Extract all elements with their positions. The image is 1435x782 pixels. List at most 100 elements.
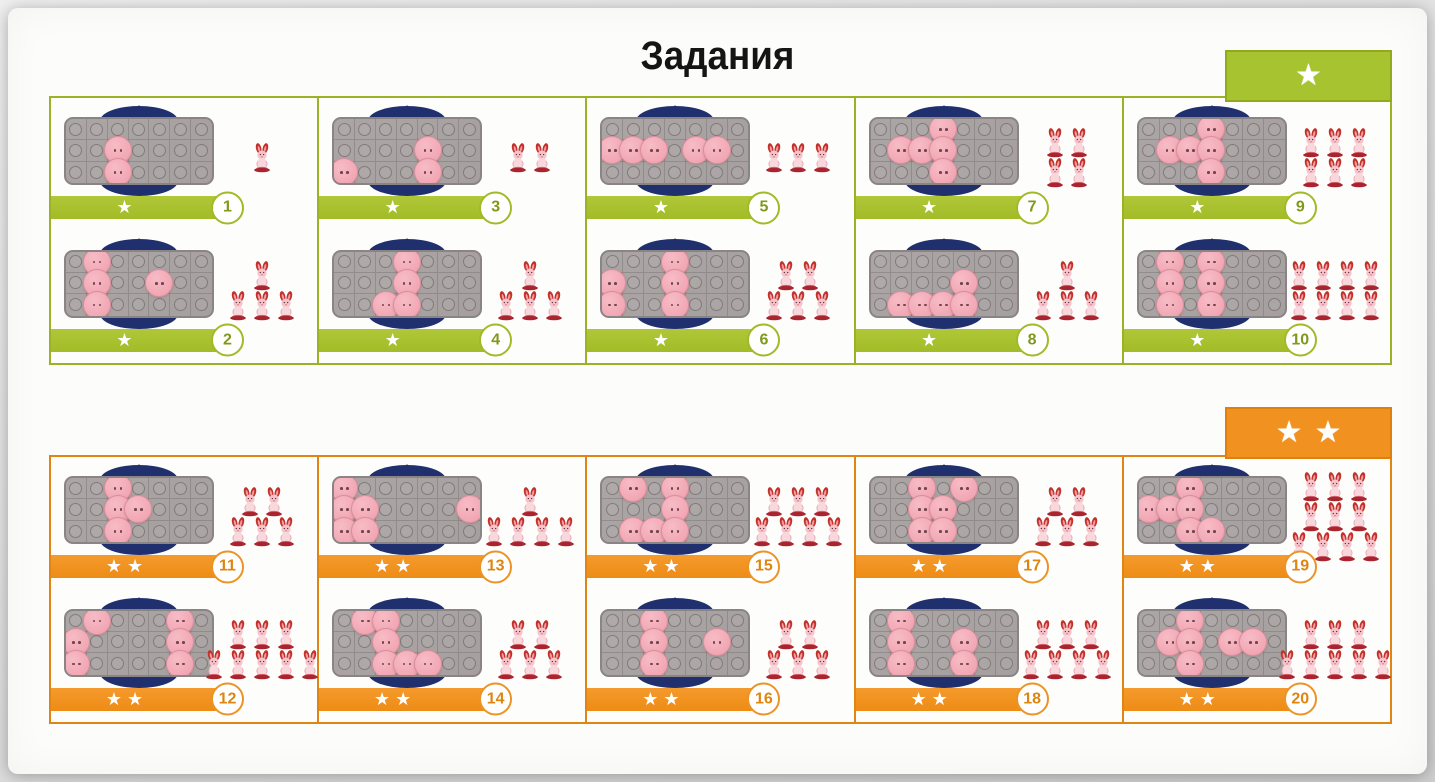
board-cell — [1155, 290, 1184, 316]
board-cell — [929, 158, 958, 183]
board-cell — [418, 520, 439, 542]
board-grid — [332, 476, 483, 544]
board-cell — [103, 158, 132, 183]
board-cell — [1243, 140, 1264, 162]
board-cell — [438, 478, 460, 500]
board-cell — [191, 119, 212, 141]
board-cell — [686, 161, 707, 183]
board-cell — [1222, 478, 1244, 500]
board-cell — [727, 499, 749, 521]
bunny-row — [239, 486, 285, 517]
task-banner: ★ 5 — [587, 191, 781, 224]
board-cell — [191, 294, 212, 315]
board-cell — [995, 140, 1017, 162]
board-cell — [707, 161, 728, 183]
board-cell — [66, 649, 90, 675]
bunny-row — [227, 290, 297, 321]
board-cell — [954, 499, 975, 521]
board-cell — [413, 158, 442, 183]
bunny-icon — [1315, 532, 1331, 562]
task-banner: ★ 10 — [1123, 323, 1317, 357]
bunny-figures — [209, 459, 315, 576]
star-icon: ★ — [1295, 59, 1334, 92]
bunny-row — [227, 619, 297, 650]
board-cell — [149, 520, 171, 542]
bunny-row — [251, 142, 273, 173]
task-banner: ★★ 14 — [319, 682, 513, 716]
board-cell — [334, 158, 359, 183]
board-cell — [1263, 119, 1285, 141]
task-cell: ★ 6 — [587, 231, 853, 364]
board-cell — [170, 119, 192, 141]
board-cell — [727, 252, 749, 273]
board-cell — [417, 631, 439, 654]
task-cell: ★★ 12 — [51, 590, 318, 723]
task-cell: ★★ 15 — [587, 457, 853, 590]
board-cell — [459, 521, 480, 542]
board-cell — [685, 610, 707, 632]
board-cell — [1263, 273, 1285, 295]
board-cell — [438, 272, 460, 295]
task-cell: ★ 4 — [319, 231, 585, 364]
bunny-figures — [1282, 233, 1388, 350]
pink-piece — [619, 478, 648, 503]
task-column: ★ 5 ★ 6 — [587, 98, 854, 364]
board-cell — [870, 251, 892, 273]
bunny-icon — [790, 487, 807, 517]
bunny-figures — [206, 592, 318, 709]
board-cell — [891, 251, 913, 273]
board-cell — [355, 119, 376, 141]
board-cell — [954, 161, 975, 183]
task-number-badge: 12 — [211, 682, 244, 716]
board-cell — [707, 653, 728, 675]
task-number-badge: 1 — [211, 191, 244, 224]
board-cell — [66, 627, 90, 656]
board-cell — [1222, 161, 1244, 183]
bunny-icon — [1363, 260, 1379, 290]
bunny-figures — [745, 592, 851, 709]
board-cell — [191, 273, 212, 295]
bunny-icon — [206, 649, 222, 679]
board-cell — [413, 649, 442, 675]
board-cell — [954, 140, 975, 162]
board-cell — [375, 478, 397, 500]
board-cell — [623, 161, 645, 183]
task-number-badge: 5 — [747, 191, 781, 224]
pink-piece — [124, 495, 153, 524]
puzzle-board — [868, 597, 1019, 688]
bunny-row — [519, 260, 541, 291]
board-cell — [995, 478, 1017, 500]
bunny-icon — [278, 517, 294, 547]
board-cell — [974, 499, 996, 521]
pink-piece — [1197, 158, 1226, 183]
board-cell — [912, 272, 934, 295]
pink-piece — [949, 478, 978, 503]
board-cell — [995, 611, 1017, 632]
board-cell — [149, 499, 171, 521]
board-grid — [64, 249, 214, 318]
bunny-row — [1056, 260, 1078, 291]
board-cell — [996, 521, 1017, 542]
board-cell — [191, 632, 212, 654]
bunny-icon — [754, 517, 771, 547]
board-cell — [660, 290, 689, 316]
board-cell — [459, 119, 481, 141]
section-grid-0: ★ 1 ★ 2 ★ 3 ★ — [49, 96, 1392, 365]
board-cell — [334, 140, 356, 162]
board-cell — [1138, 610, 1160, 632]
task-banner: ★ 8 — [855, 323, 1049, 357]
bunny-icon — [1327, 472, 1343, 502]
task-number-badge: 13 — [479, 550, 513, 583]
board-cell — [1264, 294, 1285, 315]
board-cell — [103, 136, 132, 165]
task-number-badge: 8 — [1015, 323, 1049, 357]
pink-piece — [640, 649, 669, 675]
bunny-figures — [209, 100, 315, 217]
puzzle-board — [64, 238, 214, 329]
board-cell — [974, 478, 996, 500]
pink-piece — [145, 268, 174, 297]
board-cell — [949, 290, 978, 316]
star-icon: ★★ — [1275, 416, 1354, 449]
bunny-icon — [778, 619, 795, 649]
board-cell — [355, 272, 376, 295]
